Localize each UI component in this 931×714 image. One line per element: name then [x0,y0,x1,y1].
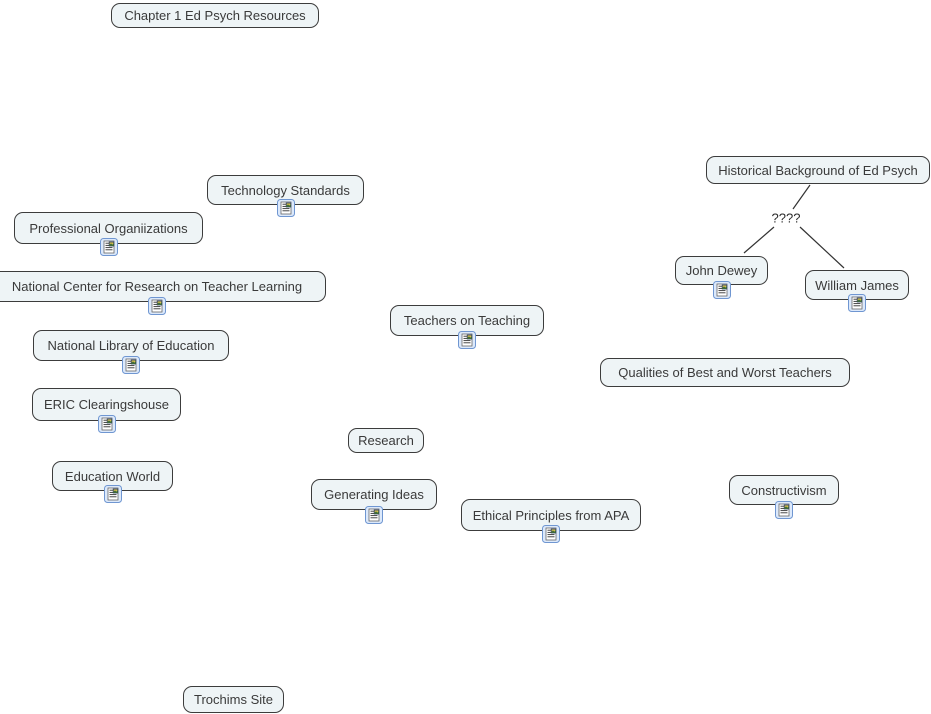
concept-node-qualities-of-best-and-worst-teachers[interactable]: Qualities of Best and Worst Teachers [600,358,850,387]
concept-node-label: Historical Background of Ed Psych [718,162,918,178]
resource-link-icon[interactable] [458,331,476,349]
resource-link-icon[interactable] [276,199,295,217]
concept-node-label: National Center for Research on Teacher … [11,279,303,294]
resource-link-icon[interactable] [775,501,793,519]
resource-link-icon[interactable] [122,356,140,374]
concept-node-label: John Dewey [685,263,758,278]
concept-node-label: National Library of Education [47,338,215,353]
concept-node-label: Education World [64,468,161,484]
concept-node-national-library-of-education[interactable]: National Library of Education [33,330,229,361]
resource-link-icon[interactable] [848,294,866,312]
concept-node-research[interactable]: Research [348,428,424,453]
concept-node-label: Ethical Principles from APA [472,507,630,523]
resource-link-icon[interactable] [103,485,122,503]
concept-node-label: Chapter 1 Ed Psych Resources [124,8,306,23]
resource-link-icon[interactable] [148,297,166,315]
concept-node-constructivism[interactable]: Constructivism [729,475,839,505]
concept-node-label: William James [815,277,899,293]
resource-link-icon[interactable] [365,506,383,524]
link-line-question-marks-to-william-james [799,226,845,269]
resource-link-icon[interactable] [712,281,731,299]
resource-link-icon[interactable] [542,525,560,543]
link-line-historical-background-of-ed-psych-to-question-marks [792,184,811,210]
linking-phrase-question-marks[interactable]: ???? [771,210,801,226]
resource-link-icon[interactable] [99,238,118,256]
concept-node-generating-ideas[interactable]: Generating Ideas [311,479,437,510]
concept-node-label: Trochims Site [194,692,273,707]
concept-node-label: Qualities of Best and Worst Teachers [618,365,832,380]
concept-node-trochims-site[interactable]: Trochims Site [183,686,284,713]
concept-node-label: Technology Standards [221,182,350,198]
concept-node-historical-background-of-ed-psych[interactable]: Historical Background of Ed Psych [706,156,930,184]
concept-node-label: Constructivism [741,482,827,498]
concept-node-chapter-1-ed-psych-resources[interactable]: Chapter 1 Ed Psych Resources [111,3,319,28]
concept-node-national-center-for-research-on-teacher-learning[interactable]: National Center for Research on Teacher … [0,271,326,302]
concept-node-technology-standards[interactable]: Technology Standards [207,175,364,205]
concept-node-label: ERIC Clearingshouse [43,397,169,412]
concept-node-label: Generating Ideas [324,487,424,502]
concept-node-label: Professional Organiizations [29,220,188,236]
link-line-question-marks-to-john-dewey [743,226,775,254]
concept-node-john-dewey[interactable]: John Dewey [675,256,768,285]
resource-link-icon[interactable] [97,415,116,433]
concept-node-label: Research [358,433,414,448]
concept-node-label: Teachers on Teaching [403,313,531,328]
